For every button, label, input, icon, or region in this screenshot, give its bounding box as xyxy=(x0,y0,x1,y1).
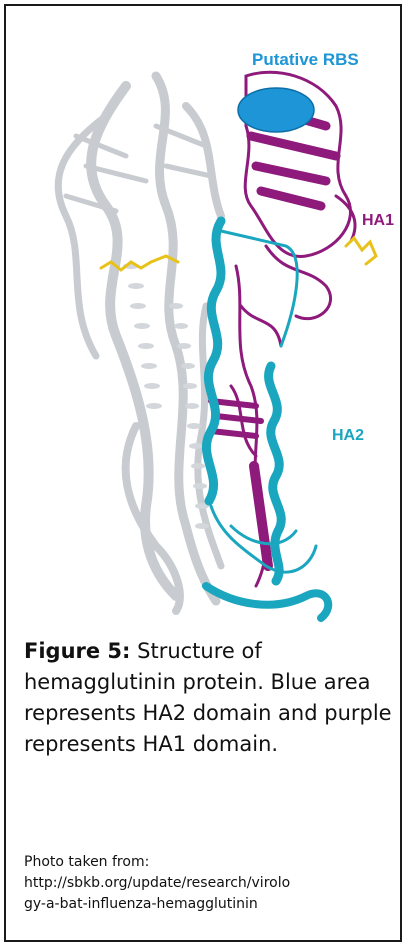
protein-ribbon-structure-image xyxy=(6,6,404,626)
source-url-line-2: gy-a-bat-influenza-hemagglutinin xyxy=(24,894,396,915)
grey-trimer-chains xyxy=(58,76,221,611)
source-url-line-1: http://sbkb.org/update/research/virolo xyxy=(24,873,396,894)
figure-caption: Figure 5: Structure of hemagglutinin pro… xyxy=(24,636,396,760)
ha1-label: HA1 xyxy=(362,212,394,230)
protein-structure-figure: Putative RBS HA1 HA2 xyxy=(6,6,404,626)
source-prefix: Photo taken from: xyxy=(24,852,396,873)
figure-frame: Putative RBS HA1 HA2 Figure 5: Structure… xyxy=(4,4,402,942)
figure-number-label: Figure 5: xyxy=(24,639,130,663)
putative-rbs-label: Putative RBS xyxy=(252,50,359,70)
putative-rbs-ellipse xyxy=(238,88,314,132)
image-source-credit: Photo taken from: http://sbkb.org/update… xyxy=(24,852,396,915)
ha2-label: HA2 xyxy=(332,427,364,445)
